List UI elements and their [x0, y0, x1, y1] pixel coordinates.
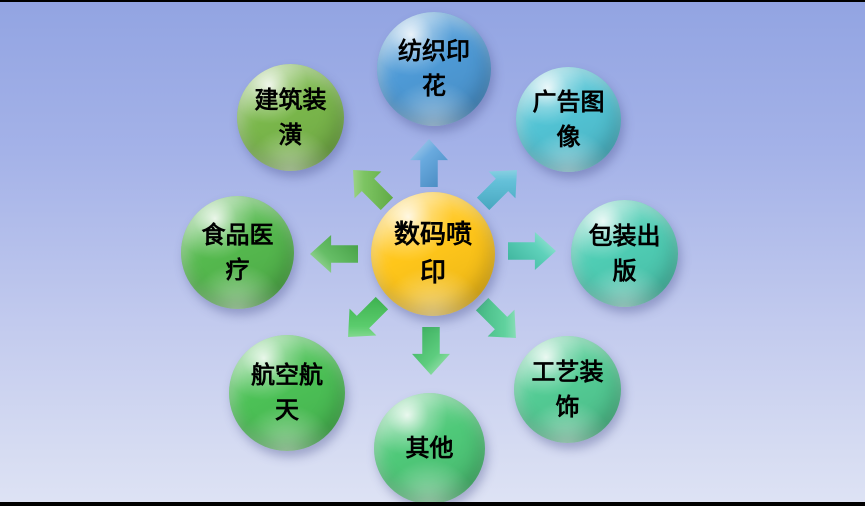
- node-advertising-image[interactable]: 广告图 像: [516, 67, 621, 172]
- node-others[interactable]: 其他: [374, 393, 485, 504]
- arrow-up-right-icon: [470, 157, 531, 218]
- node-food-medical[interactable]: 食品医 疗: [181, 196, 294, 309]
- node-label-line2: 像: [556, 122, 581, 151]
- node-label-line1: 纺织印: [398, 37, 470, 65]
- node-label-line2: 天: [275, 396, 299, 424]
- node-label-line1: 包装出: [588, 221, 661, 250]
- top-border: [0, 0, 865, 2]
- node-aerospace[interactable]: 航空航 天: [229, 335, 345, 451]
- center-node-label-line2: 印: [419, 258, 446, 288]
- arrow-down-right-icon: [469, 291, 530, 352]
- node-label-line1: 航空航: [251, 361, 323, 389]
- center-node-label-line1: 数码喷: [393, 220, 472, 250]
- node-label-line2: 饰: [555, 392, 580, 421]
- node-label-line1: 建筑装: [254, 85, 327, 114]
- node-craft-decoration[interactable]: 工艺装 饰: [514, 336, 621, 443]
- node-label-line2: 疗: [225, 255, 250, 284]
- arrow-right-icon: [508, 232, 556, 270]
- arrow-down-left-icon: [335, 290, 396, 351]
- node-label-line1: 工艺装: [531, 357, 604, 386]
- arrow-left-icon: [310, 235, 358, 273]
- node-textile-printing[interactable]: 纺织印 花: [377, 12, 491, 126]
- arrow-up-icon: [410, 139, 448, 187]
- node-label-line1: 其他: [405, 434, 454, 462]
- arrow-down-icon: [412, 327, 450, 375]
- node-label-line1: 广告图: [532, 87, 605, 116]
- node-label-line2: 花: [422, 72, 446, 100]
- center-node-digital-printing[interactable]: 数码喷 印: [371, 192, 495, 316]
- node-building-decoration[interactable]: 建筑装 潢: [237, 64, 344, 171]
- node-label-line1: 食品医: [201, 220, 274, 249]
- node-packaging-publishing[interactable]: 包装出 版: [571, 200, 678, 307]
- bottom-border: [0, 502, 865, 506]
- node-label-line2: 版: [612, 256, 637, 285]
- node-label-line2: 潢: [278, 120, 303, 149]
